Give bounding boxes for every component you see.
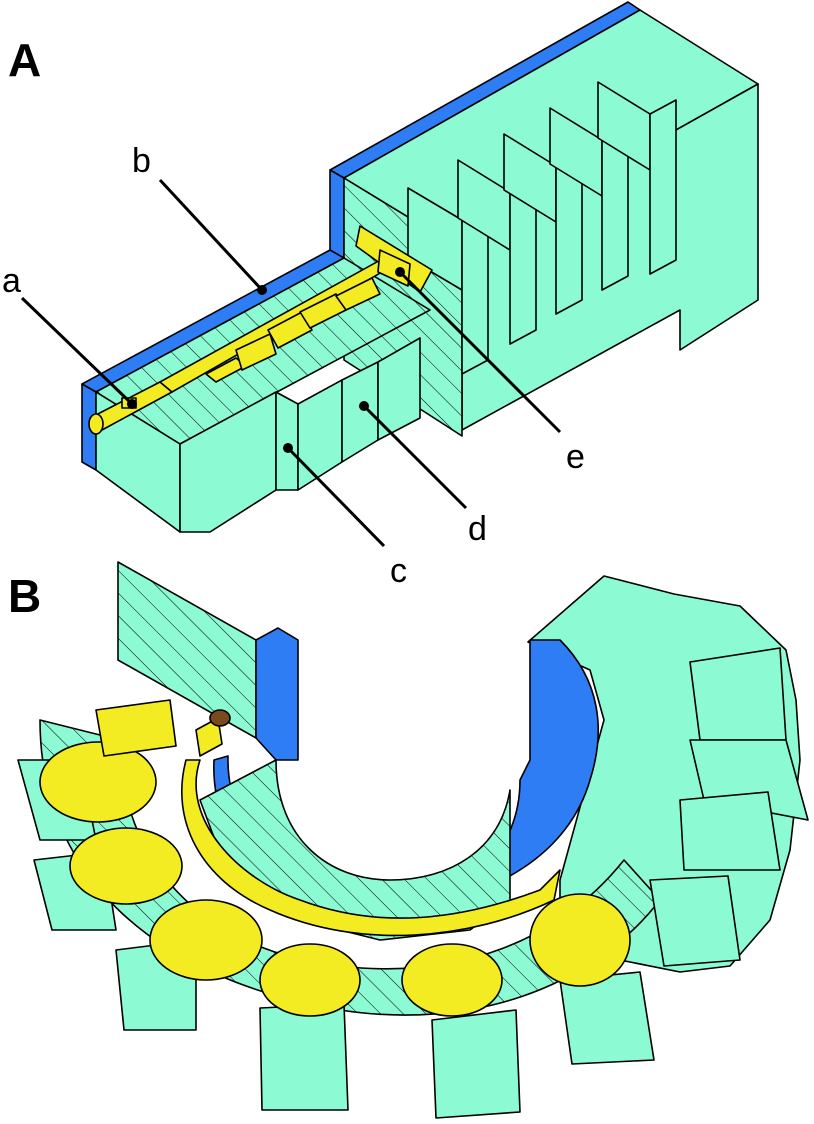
plug xyxy=(209,709,231,727)
fin xyxy=(649,99,677,275)
cavity xyxy=(401,943,503,1017)
leader-a xyxy=(20,296,134,406)
right-fin xyxy=(679,791,781,871)
right-rim xyxy=(527,575,809,973)
leader-c xyxy=(286,446,386,548)
casting-ring xyxy=(39,699,631,1017)
leader-b xyxy=(158,178,264,292)
leader-d xyxy=(362,404,468,510)
fin xyxy=(259,1003,349,1111)
leader-e xyxy=(398,270,562,434)
panel-a-label: A xyxy=(8,34,41,86)
panel-b: B xyxy=(8,561,809,1119)
rear-block-insulation-end xyxy=(329,169,345,263)
cavity xyxy=(529,893,631,987)
callout-e: e xyxy=(566,438,585,476)
cavity-top xyxy=(95,699,177,757)
callout-b: b xyxy=(132,142,151,180)
front-block-front xyxy=(179,391,277,533)
gate xyxy=(267,311,313,349)
cavity xyxy=(69,827,183,905)
fin-e xyxy=(377,337,421,441)
leader-c-dot xyxy=(283,443,293,453)
left-insulation xyxy=(255,627,299,761)
leader-b-dot xyxy=(257,285,267,295)
gate xyxy=(235,333,277,371)
right-fin xyxy=(689,647,787,741)
front-fin-d1 xyxy=(275,391,299,491)
cavity xyxy=(259,943,361,1017)
callout-c: c xyxy=(390,552,407,590)
fin xyxy=(649,875,741,967)
cavity-e-pad xyxy=(377,249,411,287)
cavity xyxy=(149,899,263,981)
cavity xyxy=(39,741,157,823)
sprue-opening xyxy=(88,413,104,435)
leader-a-dot xyxy=(127,399,137,409)
fin xyxy=(431,1009,521,1119)
leader-d-dot xyxy=(359,401,369,411)
fin-d xyxy=(341,361,379,463)
panel-b-label: B xyxy=(8,570,41,622)
left-wall xyxy=(117,561,299,761)
fin-c xyxy=(297,379,343,491)
leader-e-dot xyxy=(395,267,405,277)
panel-a: A xyxy=(2,1,759,590)
callouts-a: a b c d e xyxy=(2,142,585,590)
callout-d: d xyxy=(468,510,487,548)
gate xyxy=(335,277,381,311)
callout-a: a xyxy=(2,262,21,300)
